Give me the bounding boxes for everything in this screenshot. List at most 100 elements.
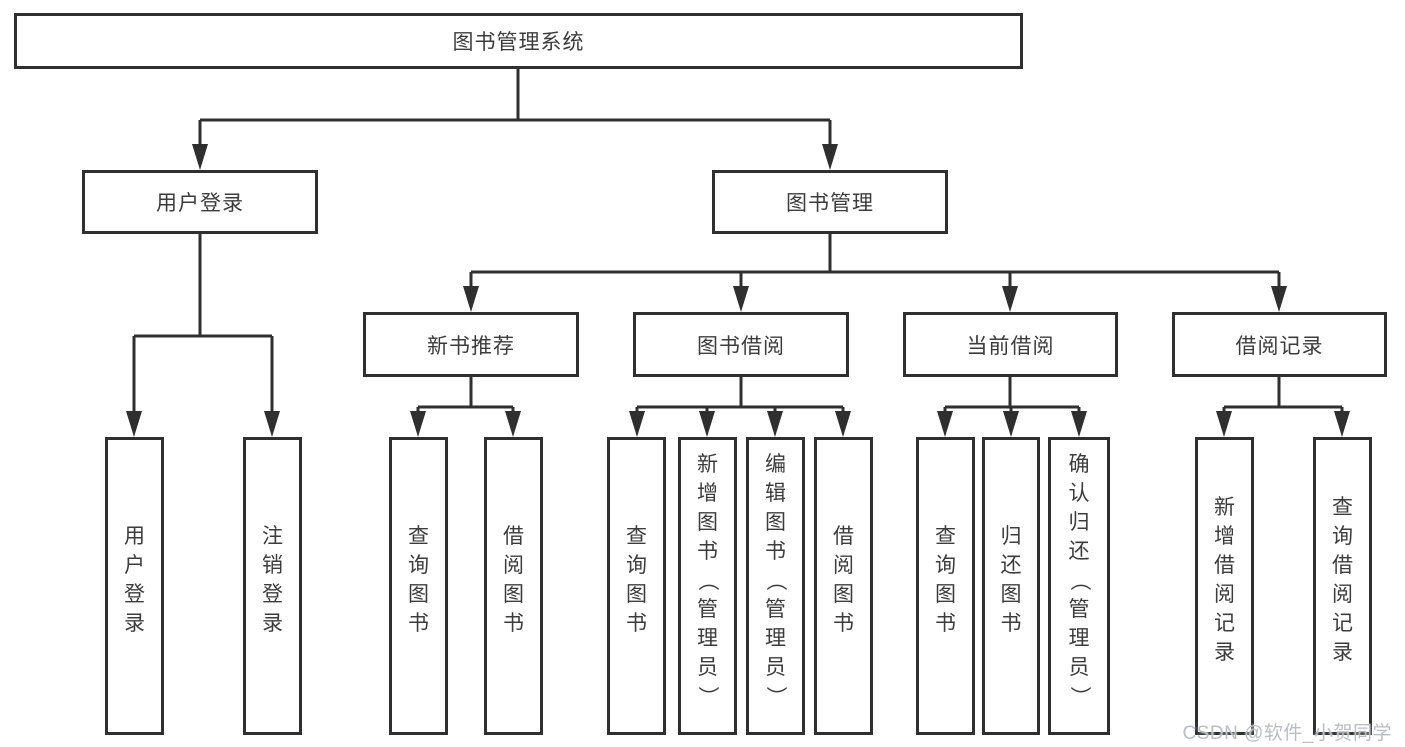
vertical-char: 书 — [935, 612, 956, 635]
vertical-char: 借 — [1214, 554, 1235, 577]
vertical-char: 归 — [1000, 525, 1022, 548]
leaf-logout-label: 注销登录 — [262, 522, 283, 638]
vertical-char: 图 — [697, 510, 718, 534]
node-root-label: 图书管理系统 — [452, 31, 585, 54]
vertical-char: 阅 — [833, 554, 854, 577]
vertical-char: 录 — [1332, 641, 1353, 664]
vertical-char: 借 — [1332, 554, 1353, 577]
leaf-confirm-return-admin: 确认归还（管理员） — [1048, 437, 1110, 735]
vertical-char: ） — [696, 685, 719, 707]
leaf-borrow-books-1-label: 借阅图书 — [503, 522, 524, 638]
vertical-char: 销 — [262, 554, 283, 577]
leaf-query-books-1: 查询图书 — [389, 437, 448, 735]
vertical-char: 员 — [765, 655, 786, 679]
arrowhead-down-icon — [835, 411, 851, 437]
arrowhead-down-icon — [1002, 286, 1018, 312]
vertical-char: 书 — [765, 539, 786, 563]
vertical-char: 增 — [697, 481, 718, 505]
vertical-char: 书 — [626, 612, 647, 635]
node-book-management: 图书管理 — [712, 170, 948, 234]
vertical-char: 询 — [935, 554, 956, 577]
arrowhead-down-icon — [192, 144, 208, 170]
vertical-char: 借 — [833, 525, 854, 548]
vertical-char: 录 — [124, 612, 145, 635]
vertical-char: 询 — [626, 554, 647, 577]
arrowhead-down-icon — [1216, 411, 1232, 437]
arrowhead-down-icon — [629, 411, 645, 437]
leaf-query-books-2: 查询图书 — [607, 437, 666, 735]
arrowhead-down-icon — [1071, 411, 1087, 437]
node-book-management-label: 图书管理 — [786, 192, 874, 215]
vertical-char: 图 — [626, 583, 647, 606]
arrowhead-down-icon — [1271, 286, 1287, 312]
vertical-char: 辑 — [765, 481, 786, 505]
vertical-char: 理 — [1068, 626, 1090, 650]
arrowhead-down-icon — [264, 411, 280, 437]
leaf-logout: 注销登录 — [243, 437, 302, 735]
vertical-char: ） — [764, 685, 787, 707]
node-root: 图书管理系统 — [14, 13, 1023, 69]
vertical-char: 阅 — [503, 554, 524, 577]
leaf-return-books-label: 归还图书 — [1001, 522, 1022, 638]
vertical-char: 员 — [1068, 655, 1090, 679]
node-current-borrow: 当前借阅 — [903, 312, 1118, 377]
leaf-add-borrow-record-label: 新增借阅记录 — [1214, 493, 1235, 667]
leaf-add-books-admin-label: 新增图书（管理员） — [696, 450, 719, 711]
vertical-char: 户 — [124, 554, 145, 577]
vertical-char: 书 — [697, 539, 718, 563]
vertical-char: 图 — [833, 583, 854, 606]
leaf-edit-books-admin-label: 编辑图书（管理员） — [764, 450, 787, 711]
vertical-char: 图 — [935, 583, 956, 606]
leaf-add-books-admin: 新增图书（管理员） — [678, 437, 737, 735]
vertical-char: 询 — [408, 554, 429, 577]
arrowhead-down-icon — [410, 411, 426, 437]
vertical-char: 图 — [1000, 583, 1022, 606]
leaf-borrow-books-1: 借阅图书 — [484, 437, 543, 735]
vertical-char: 登 — [124, 583, 145, 606]
node-current-borrow-label: 当前借阅 — [966, 334, 1055, 358]
leaf-edit-books-admin: 编辑图书（管理员） — [746, 437, 805, 735]
vertical-char: 图 — [765, 510, 786, 534]
vertical-char: （ — [764, 569, 787, 591]
arrowhead-down-icon — [767, 411, 783, 437]
vertical-char: 增 — [1214, 525, 1235, 548]
leaf-confirm-return-admin-label: 确认归还（管理员） — [1068, 450, 1091, 711]
arrowhead-down-icon — [699, 411, 715, 437]
vertical-char: 书 — [833, 612, 854, 635]
csdn-watermark: CSDN @软件_小贺同学 — [1182, 723, 1392, 744]
vertical-char: 员 — [697, 655, 718, 679]
vertical-char: 录 — [1214, 641, 1235, 664]
leaf-query-borrow-record: 查询借阅记录 — [1313, 437, 1372, 735]
node-borrow-records: 借阅记录 — [1172, 312, 1387, 377]
node-user-login: 用户登录 — [82, 170, 318, 234]
vertical-char: （ — [696, 569, 719, 591]
leaf-user-login-label: 用户登录 — [124, 522, 145, 638]
vertical-char: 还 — [1068, 539, 1090, 563]
leaf-query-books-3-label: 查询图书 — [935, 522, 956, 638]
vertical-char: 记 — [1214, 612, 1235, 635]
arrowhead-down-icon — [822, 144, 838, 170]
vertical-char: 查 — [935, 525, 956, 548]
vertical-char: 图 — [503, 583, 524, 606]
vertical-char: 阅 — [1214, 583, 1235, 606]
node-borrow-records-label: 借阅记录 — [1235, 334, 1324, 358]
vertical-char: 阅 — [1332, 583, 1353, 606]
leaf-borrow-books-2-label: 借阅图书 — [833, 522, 854, 638]
vertical-char: 认 — [1068, 481, 1090, 505]
vertical-char: 登 — [262, 583, 283, 606]
vertical-char: 图 — [408, 583, 429, 606]
arrowhead-down-icon — [463, 286, 479, 312]
leaf-query-borrow-record-label: 查询借阅记录 — [1332, 493, 1353, 667]
arrowhead-down-icon — [733, 286, 749, 312]
node-book-borrow-label: 图书借阅 — [697, 334, 785, 358]
arrowhead-down-icon — [505, 411, 521, 437]
arrowhead-down-icon — [1334, 411, 1350, 437]
vertical-char: 管 — [697, 597, 718, 621]
vertical-char: 查 — [1332, 496, 1353, 519]
vertical-char: 查 — [626, 525, 647, 548]
vertical-char: 新 — [697, 452, 718, 476]
vertical-char: 归 — [1068, 510, 1090, 534]
vertical-char: 用 — [124, 525, 145, 548]
vertical-char: 确 — [1068, 452, 1090, 476]
arrowhead-down-icon — [126, 411, 142, 437]
